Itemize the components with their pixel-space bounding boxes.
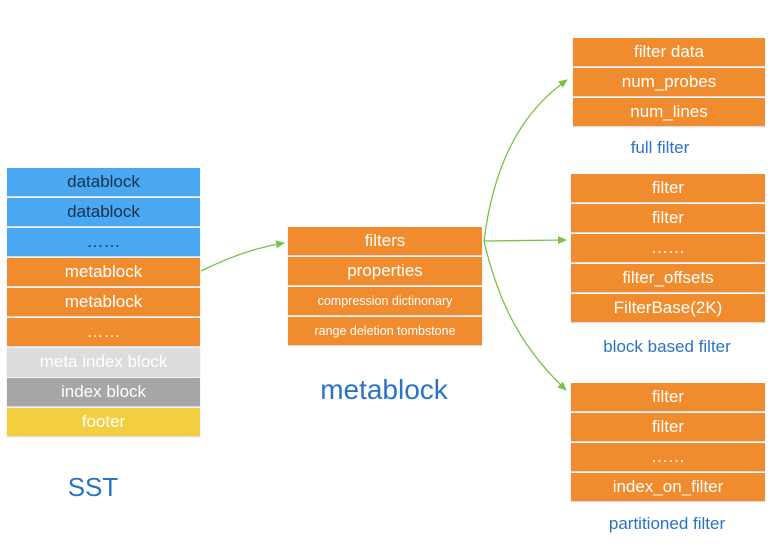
sst-meta-index-block: meta index block — [7, 348, 200, 376]
metablock-compression-dictionary: compression dictinonary — [288, 287, 482, 315]
block-based-filter-1: filter — [571, 174, 765, 202]
full-filter-data: filter data — [573, 38, 765, 66]
block-based-filter-2: filter — [571, 204, 765, 232]
full-filter-num-lines: num_lines — [573, 98, 765, 126]
partitioned-filter-2: filter — [571, 413, 765, 441]
metablock-label: metablock — [320, 374, 448, 405]
partitioned-filter-1: filter — [571, 383, 765, 411]
arrow-sst-to-metablock — [200, 240, 285, 272]
partitioned-filter-label: partitioned filter — [608, 514, 726, 533]
metablock-range-deletion-tombstone: range deletion tombstone — [288, 317, 482, 345]
sst-metablock-ellipsis: …… — [7, 318, 200, 346]
partitioned-filter-index-on-filter: index_on_filter — [571, 473, 765, 501]
partitioned-filter-ellipsis: …… — [571, 443, 765, 471]
full-filter-label: full filter — [630, 138, 690, 157]
sst-datablock-2: datablock — [7, 198, 200, 226]
sst-label: SST — [67, 472, 119, 502]
sst-metablock-1: metablock — [7, 258, 200, 286]
block-based-filter-base: FilterBase(2K) — [571, 294, 765, 322]
sst-metablock-2: metablock — [7, 288, 200, 316]
sst-datablock-ellipsis: …… — [7, 228, 200, 256]
sst-footer: footer — [7, 408, 200, 436]
block-based-filter-ellipsis: …… — [571, 234, 765, 262]
block-based-filter-offsets: filter_offsets — [571, 264, 765, 292]
arrow-filters-to-block-based-filter — [483, 236, 567, 245]
sst-datablock-1: datablock — [7, 168, 200, 196]
arrow-filters-to-full-filter — [483, 79, 568, 242]
metablock-filters: filters — [288, 227, 482, 255]
metablock-properties: properties — [288, 257, 482, 285]
block-based-filter-label: block based filter — [603, 337, 731, 356]
full-filter-num-probes: num_probes — [573, 68, 765, 96]
sst-index-block: index block — [7, 378, 200, 406]
arrow-filters-to-partitioned-filter — [483, 240, 567, 391]
